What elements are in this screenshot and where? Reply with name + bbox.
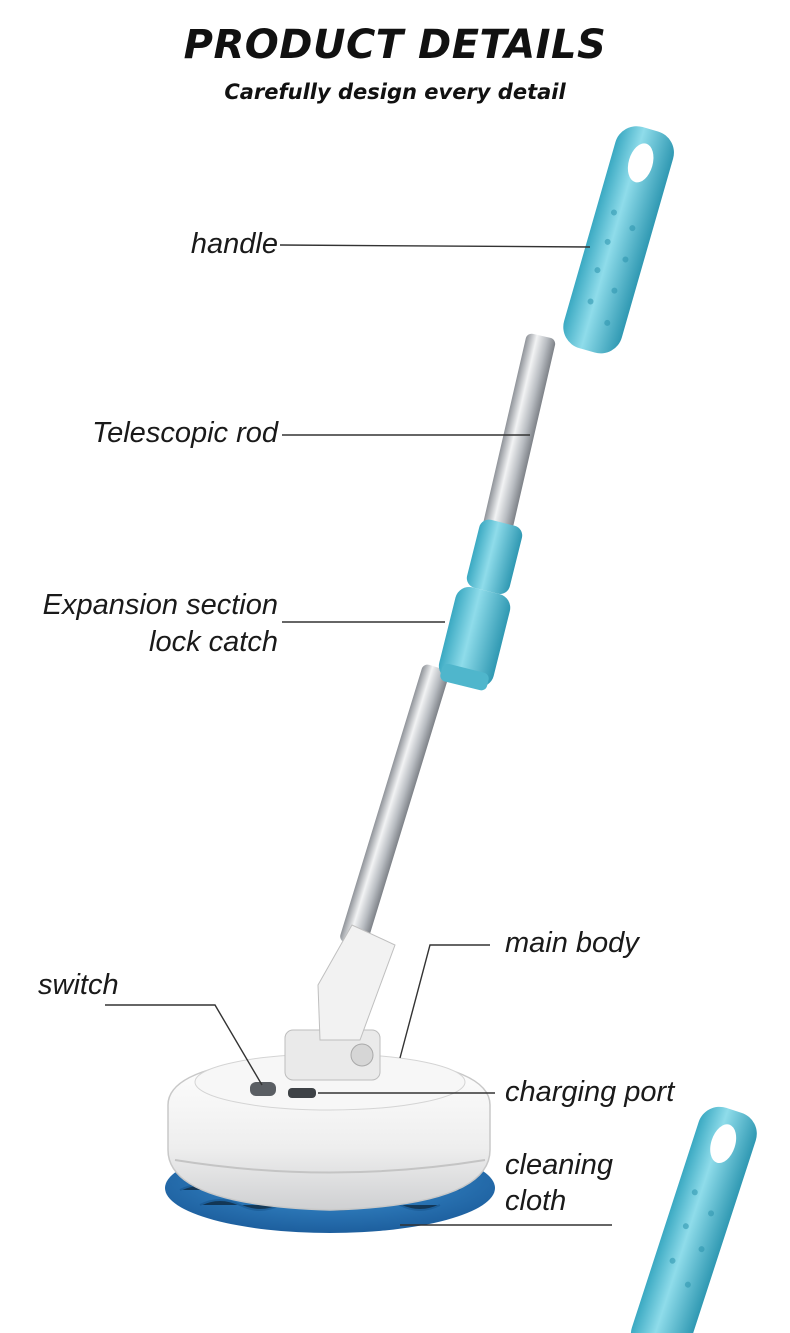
switch-button bbox=[250, 1082, 276, 1096]
label-main-body: main body bbox=[505, 927, 639, 959]
label-cleaning-line1: cleaning bbox=[505, 1149, 614, 1181]
expansion-lock-catch bbox=[438, 519, 523, 691]
rod-joint bbox=[284, 924, 396, 1081]
telescopic-rod bbox=[474, 333, 556, 572]
lower-rod bbox=[340, 664, 449, 948]
main-body-leader bbox=[399, 944, 490, 1059]
page-subtitle: Carefully design every detail bbox=[224, 80, 566, 104]
handle-grip bbox=[563, 126, 674, 354]
switch-leader bbox=[105, 1004, 263, 1086]
second-mop-handle bbox=[630, 1106, 757, 1333]
charging-port bbox=[288, 1088, 316, 1098]
label-charging-port: charging port bbox=[505, 1076, 675, 1108]
page-title: PRODUCT DETAILS bbox=[183, 22, 607, 68]
label-expansion-line1: Expansion section bbox=[42, 589, 278, 621]
label-handle: handle bbox=[190, 228, 278, 260]
handle-leader bbox=[279, 244, 591, 248]
label-switch: switch bbox=[38, 969, 119, 1001]
main-body bbox=[167, 1053, 491, 1211]
label-telescopic-rod: Telescopic rod bbox=[92, 417, 278, 449]
label-cleaning-line2: cloth bbox=[505, 1185, 567, 1217]
label-expansion-line2: lock catch bbox=[149, 626, 278, 658]
